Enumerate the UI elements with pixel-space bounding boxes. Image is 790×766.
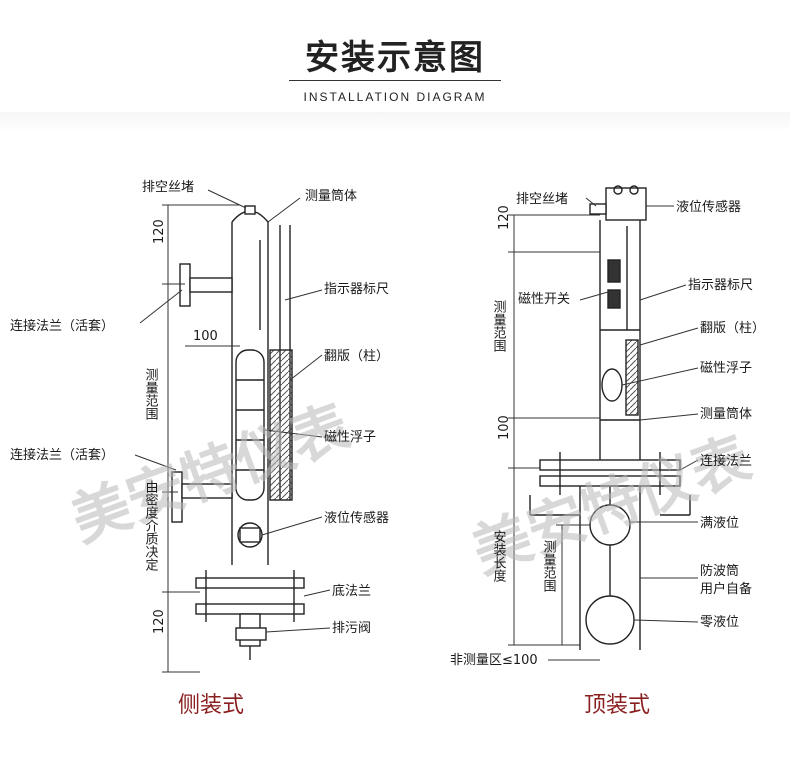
top-label-switch: 磁性开关 [518, 292, 570, 307]
top-dim-gap: 100 [497, 415, 512, 440]
side-label-flange-lower: 连接法兰（活套） [10, 447, 114, 463]
page-subtitle: INSTALLATION DIAGRAM [303, 90, 487, 104]
side-label-float: 磁性浮子 [324, 430, 376, 445]
side-label-flange-upper: 连接法兰（活套） [10, 318, 114, 334]
side-dim-bottom: 120 [152, 609, 167, 634]
top-dimension-lines [508, 197, 699, 661]
top-dim-range-lower: 测量范围 [541, 540, 557, 592]
top-label-user-supplied: 用户自备 [700, 581, 752, 597]
top-label-float: 磁性浮子 [700, 361, 752, 376]
side-dim-top: 120 [152, 219, 167, 244]
page-title: 安装示意图 [305, 38, 485, 78]
top-label-stilling-well: 防波筒 [700, 563, 739, 579]
side-label-drain-valve: 排污阀 [332, 621, 371, 636]
top-dim-non-measure: 非测量区≤100 [450, 653, 538, 668]
watermark-right: 美安特仪表 [464, 423, 760, 586]
side-label-vent-plug: 排空丝堵 [142, 180, 194, 195]
top-label-vent-plug: 排空丝堵 [516, 192, 568, 207]
top-label-full-level: 满液位 [700, 516, 739, 531]
top-dim-top: 120 [497, 205, 512, 230]
title-divider [289, 80, 501, 81]
top-label-scale: 指示器标尺 [688, 278, 753, 293]
side-dim-offset: 100 [193, 329, 218, 344]
side-label-scale: 指示器标尺 [324, 282, 389, 297]
side-label-bottom-flange: 底法兰 [332, 583, 371, 599]
top-dim-range: 测量范围 [491, 300, 507, 352]
side-caption: 侧装式 [178, 693, 244, 718]
watermark-left: 美安特仪表 [63, 392, 359, 555]
side-label-sensor: 液位传感器 [324, 510, 389, 526]
side-dimension-lines [134, 189, 331, 673]
top-label-sensor: 液位传感器 [676, 199, 741, 215]
side-label-body: 测量筒体 [305, 188, 357, 204]
top-label-flange: 连接法兰 [700, 453, 752, 469]
side-mount-drawing [171, 205, 305, 660]
header-band [0, 112, 790, 132]
top-label-zero-level: 零液位 [700, 615, 739, 630]
top-label-body: 测量筒体 [700, 406, 752, 422]
top-dim-install-length: 安装长度 [491, 530, 507, 582]
top-label-flap: 翻版（柱） [700, 321, 765, 336]
top-caption: 顶装式 [584, 693, 650, 718]
side-label-density: 由密度介质决定 [143, 480, 159, 572]
side-dim-range: 测量范围 [143, 368, 159, 420]
side-label-flap: 翻版（柱） [324, 349, 389, 364]
top-mount-drawing [529, 185, 691, 650]
